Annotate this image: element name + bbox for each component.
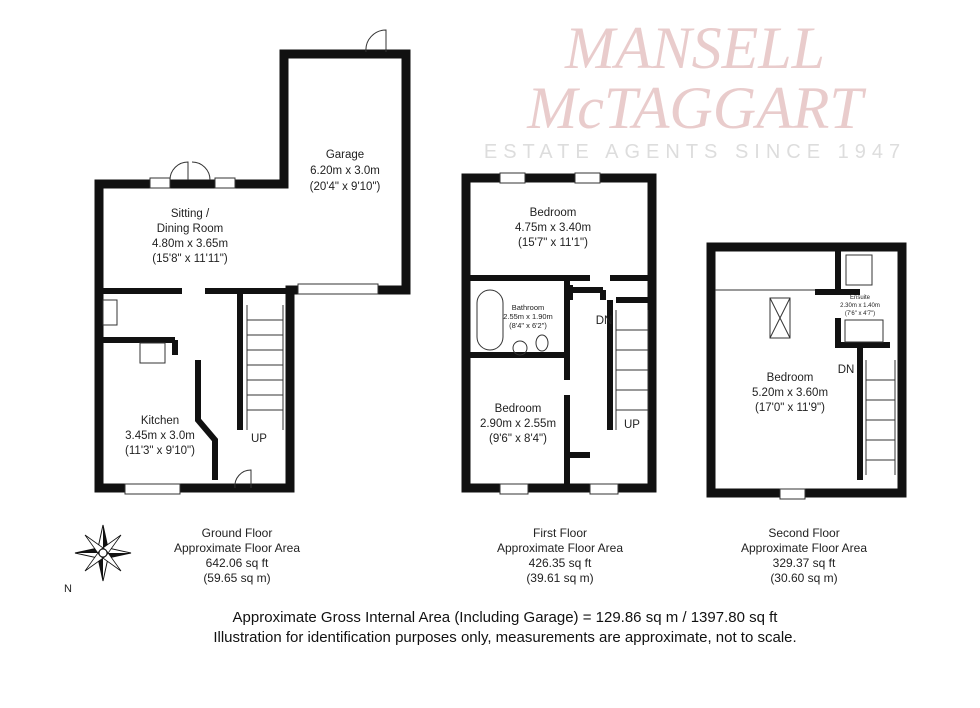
sitting-imperial: (15'8" x 11'11") <box>152 253 228 265</box>
disclaimer-text: Illustration for identification purposes… <box>213 629 796 646</box>
kitchen-metric: 3.45m x 3.0m <box>125 430 195 442</box>
bedroom2-imperial: (9'6" x 8'4") <box>489 433 547 445</box>
caption-sqft: 426.35 sq ft <box>529 556 592 570</box>
first-floor-plan: Bedroom 4.75m x 3.40m (15'7" x 11'1") Ba… <box>461 172 657 495</box>
garage-imperial: (20'4" x 9'10") <box>310 181 381 193</box>
sitting-metric: 4.80m x 3.65m <box>152 238 228 250</box>
ground-floor-caption: Ground Floor Approximate Floor Area 642.… <box>174 526 300 585</box>
bathroom-imperial: (8'4" x 6'2") <box>509 321 547 330</box>
bathroom-metric: 2.55m x 1.90m <box>503 312 553 321</box>
bedroom-label: Bedroom <box>767 372 814 384</box>
second-floor-plan: Ensuite 2.30m x 1.40m (7'6" x 4'7") Bedr… <box>706 242 907 500</box>
watermark-line1: MANSELL <box>564 15 825 81</box>
caption-title: Ground Floor <box>202 526 273 540</box>
kitchen-imperial: (11'3" x 9'10") <box>125 445 195 457</box>
caption-subtitle: Approximate Floor Area <box>741 541 867 555</box>
compass-icon <box>74 524 132 582</box>
bedroom1-metric: 4.75m x 3.40m <box>515 222 591 234</box>
ensuite-metric: 2.30m x 1.40m <box>840 303 880 309</box>
ensuite-label: Ensuite <box>850 295 871 301</box>
bedroom-imperial: (17'0" x 11'9") <box>755 402 825 414</box>
second-floor-caption: Second Floor Approximate Floor Area 329.… <box>741 526 867 585</box>
first-floor-caption: First Floor Approximate Floor Area 426.3… <box>497 526 623 585</box>
stairs-down-label: DN <box>838 364 855 376</box>
stairs-down-label: DN <box>596 315 613 327</box>
watermark-line3: ESTATE AGENTS SINCE 1947 <box>484 141 906 163</box>
stairs-up-label: UP <box>624 419 640 431</box>
caption-sqft: 642.06 sq ft <box>206 556 269 570</box>
garage-metric: 6.20m x 3.0m <box>310 165 380 177</box>
caption-title: Second Floor <box>768 526 839 540</box>
sitting-label-1: Sitting / <box>171 208 210 220</box>
caption-sqft: 329.37 sq ft <box>773 556 836 570</box>
bedroom2-metric: 2.90m x 2.55m <box>480 418 556 430</box>
bedroom-metric: 5.20m x 3.60m <box>752 387 828 399</box>
bedroom1-label: Bedroom <box>530 207 577 219</box>
stairs-up-label: UP <box>251 433 267 445</box>
bedroom1-imperial: (15'7" x 11'1") <box>518 237 588 249</box>
garage-label: Garage <box>326 149 364 161</box>
caption-sqm: (30.60 sq m) <box>770 571 837 585</box>
caption-sqm: (39.61 sq m) <box>526 571 593 585</box>
watermark-line2: McTAGGART <box>526 75 866 141</box>
sitting-label-2: Dining Room <box>157 223 223 235</box>
ground-floor-plan: Garage 6.20m x 3.0m (20'4" x 9'10") Sitt… <box>94 29 411 495</box>
ensuite-imperial: (7'6" x 4'7") <box>845 311 875 317</box>
caption-title: First Floor <box>533 526 587 540</box>
compass-north-label: N <box>64 583 72 595</box>
caption-subtitle: Approximate Floor Area <box>174 541 300 555</box>
bathroom-label: Bathroom <box>512 303 545 312</box>
caption-sqm: (59.65 sq m) <box>203 571 270 585</box>
watermark: MANSELL McTAGGART ESTATE AGENTS SINCE 19… <box>484 15 906 163</box>
kitchen-label: Kitchen <box>141 415 179 427</box>
bedroom2-label: Bedroom <box>495 403 542 415</box>
caption-subtitle: Approximate Floor Area <box>497 541 623 555</box>
gross-area-text: Approximate Gross Internal Area (Includi… <box>233 609 779 626</box>
